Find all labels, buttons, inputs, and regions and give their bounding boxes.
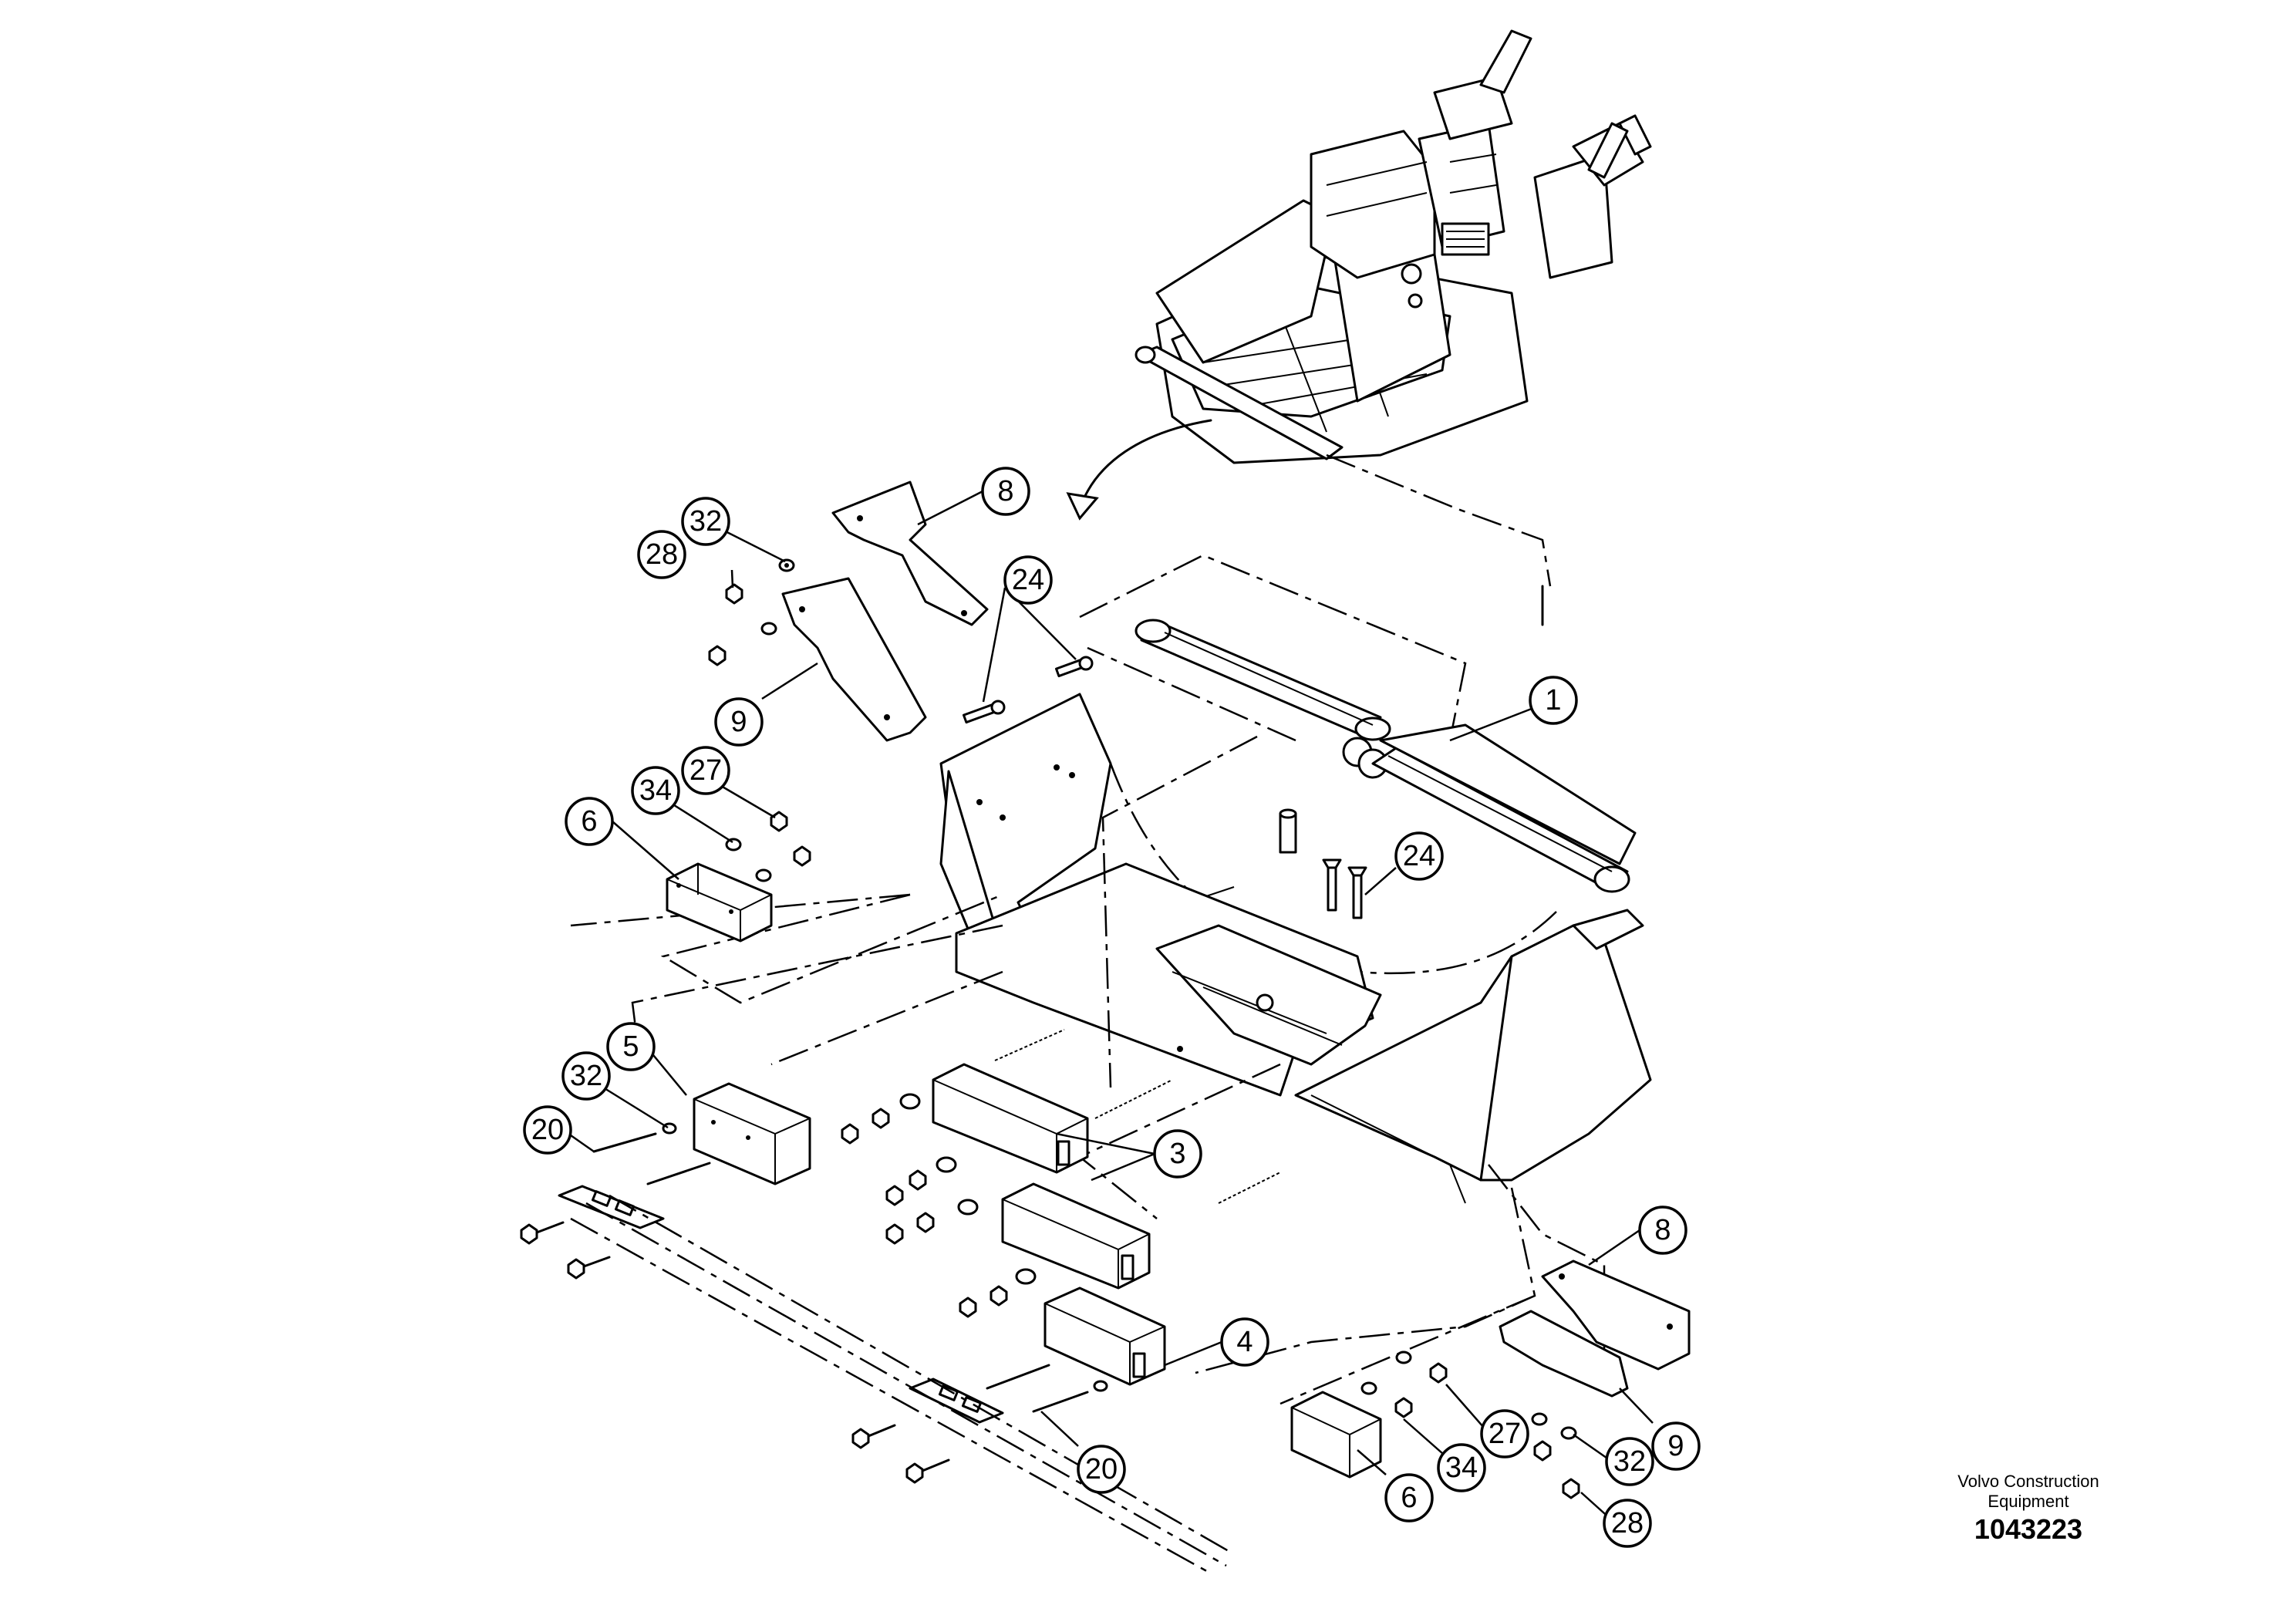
callout-34-lower: 34 [1437,1443,1486,1492]
curved-arrow [1078,419,1212,511]
part-4-block [1043,1286,1166,1386]
brand-name-line2: Equipment [1988,1492,2069,1511]
svg-text:9: 9 [730,706,747,738]
svg-text:28: 28 [646,538,678,571]
part-5-block [693,1082,811,1185]
mounting-rails [520,1185,1235,1575]
svg-text:27: 27 [1489,1418,1521,1450]
svg-text:9: 9 [1667,1430,1684,1462]
fasteners-middle [841,1093,1037,1318]
bolts-20 [592,1122,1108,1413]
callout-34-upper: 34 [631,766,680,815]
machine-overview [1135,29,1652,464]
part-8-lower-plate [1541,1259,1691,1371]
callout-9-upper: 9 [714,697,764,747]
leader-lines [562,490,1654,1528]
svg-text:24: 24 [1012,564,1044,596]
svg-text:3: 3 [1169,1138,1185,1170]
callout-27-lower: 27 [1480,1409,1529,1458]
callout-5: 5 [606,1022,656,1071]
svg-text:1: 1 [1545,684,1561,717]
callout-8-lower: 8 [1638,1206,1687,1255]
svg-text:6: 6 [1401,1482,1417,1514]
part-9-upper-plate [781,577,927,742]
svg-text:32: 32 [1613,1445,1646,1478]
part-6-upper-block [666,862,773,943]
base-frame [955,808,1652,1204]
callout-24-lower: 24 [1394,831,1444,881]
brand-name-line1: Volvo Construction [1957,1472,2099,1491]
svg-text:32: 32 [689,505,722,538]
roller-outline [1079,554,1467,742]
svg-text:8: 8 [1654,1214,1671,1246]
svg-text:27: 27 [689,754,722,787]
callout-28-lower: 28 [1603,1499,1652,1548]
part-3-blocks [932,1029,1281,1290]
fasteners-lower-right [1360,1351,1580,1499]
part-9-lower-plate [1499,1310,1629,1398]
curved-arrow-head [1066,492,1099,521]
callout-28-upper: 28 [637,530,686,579]
svg-text:20: 20 [531,1114,564,1146]
callout-4: 4 [1220,1317,1269,1367]
callout-32-lower: 32 [1605,1437,1654,1486]
callout-3: 3 [1153,1129,1202,1179]
callout-1: 1 [1529,676,1578,725]
callout-8-upper: 8 [981,467,1030,516]
part-8-upper-plate [831,481,989,626]
svg-text:32: 32 [570,1060,602,1092]
callout-27-upper: 27 [681,746,730,795]
drawing-number: 1043223 [1974,1513,2083,1545]
part-6-lower-block [1290,1391,1382,1479]
svg-text:24: 24 [1403,840,1435,872]
callout-20-upper: 20 [523,1105,572,1155]
svg-text:28: 28 [1611,1507,1644,1539]
svg-text:6: 6 [581,805,597,838]
svg-text:5: 5 [622,1030,639,1063]
svg-text:4: 4 [1236,1326,1253,1358]
svg-text:20: 20 [1085,1453,1118,1485]
svg-text:8: 8 [997,475,1013,508]
callout-6-upper: 6 [565,797,614,846]
callout-9-lower: 9 [1651,1421,1701,1471]
callout-6-lower: 6 [1384,1473,1434,1523]
callout-20-lower: 20 [1077,1445,1126,1494]
callout-32-middle: 32 [561,1051,611,1101]
svg-text:34: 34 [1445,1452,1478,1484]
callout-24-upper: 24 [1003,555,1053,605]
overview-leader [1326,454,1552,587]
callout-32-upper: 32 [681,497,730,546]
svg-text:34: 34 [639,774,672,807]
roller-assembly [1135,619,1637,893]
